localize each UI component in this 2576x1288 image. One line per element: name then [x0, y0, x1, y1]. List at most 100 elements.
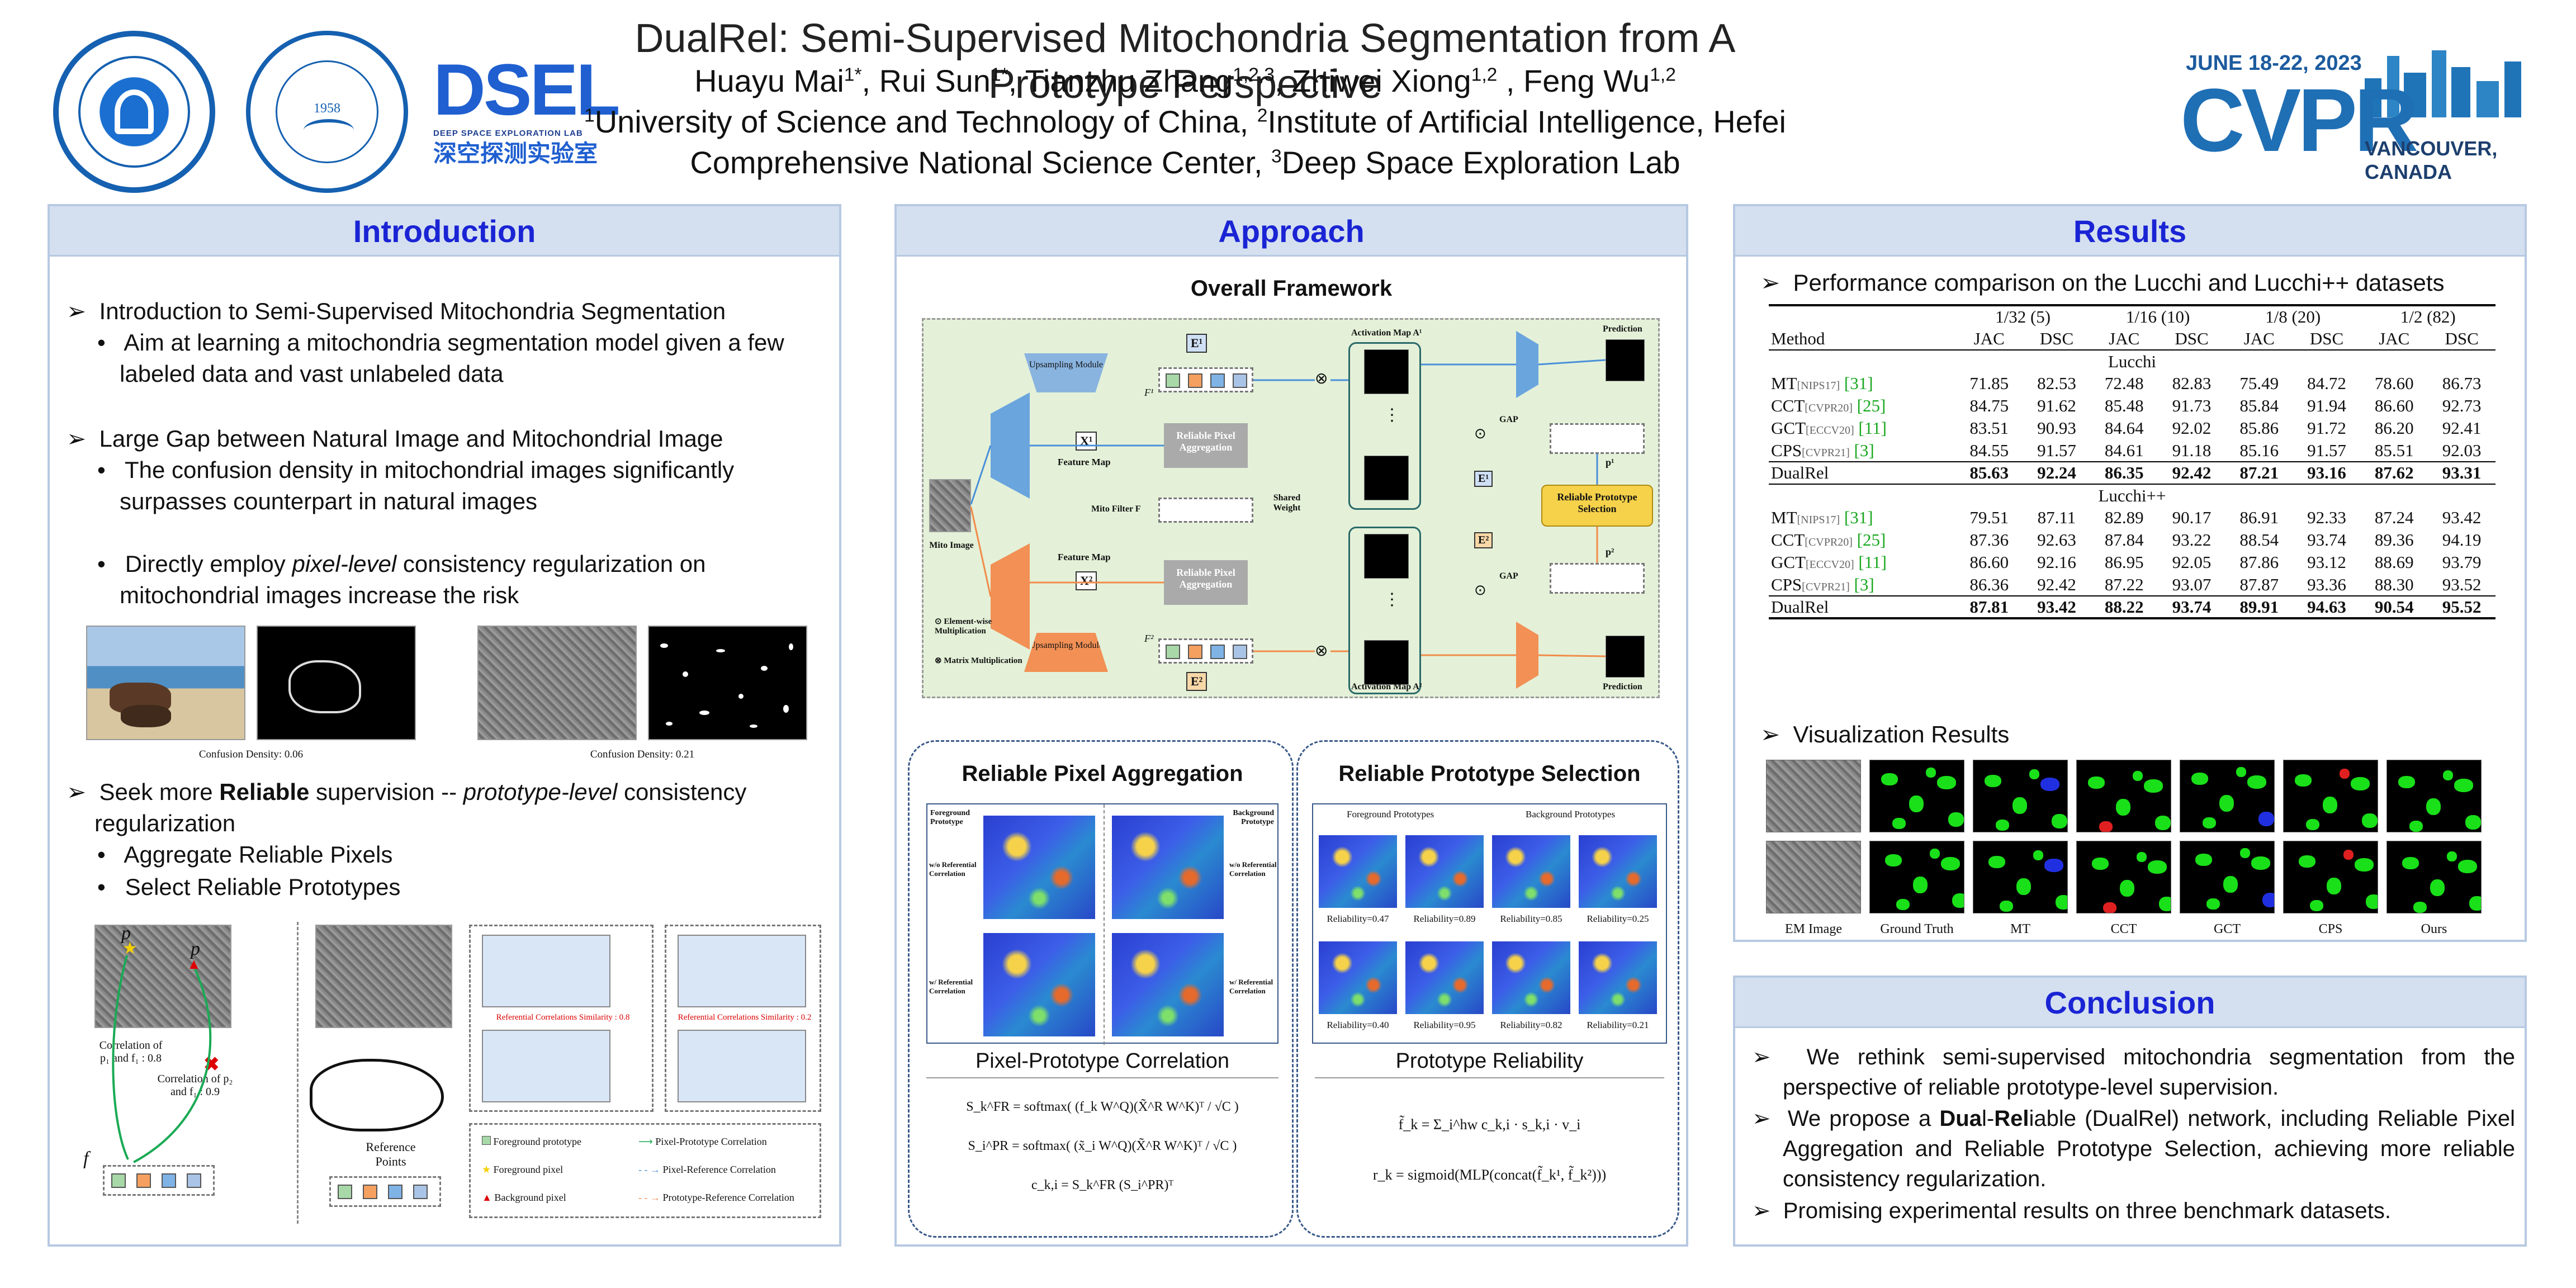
logo-ustc-year: 1958 [314, 101, 340, 116]
illus-corr1: Correlation of p₁ and f₁ : 0.8 [99, 1039, 163, 1064]
star-icon: ★ [122, 939, 138, 958]
conclusion-heading: Conclusion [1735, 978, 2525, 1028]
table-cell: 89.36 [2374, 530, 2414, 550]
intro-bullet-2-sub-2-text: Directly employ pixel-level consistency … [120, 551, 706, 608]
legend-fg-pixel: Foreground pixel [493, 1164, 564, 1175]
conclusion-3: ➢ Promising experimental results on thre… [1752, 1199, 2391, 1223]
illus-legend: Foreground prototype ★ Foreground pixel … [469, 1123, 821, 1218]
method-name: MT[NIPS17] [31] [1769, 506, 1955, 529]
mm-legend-text: Matrix Multiplication [944, 656, 1022, 665]
method-citation[interactable]: [11] [1858, 552, 1887, 572]
act-map-group-1: ⋮ [1348, 342, 1421, 510]
vis-results-label: ➢ Visualization Results [1760, 721, 2010, 747]
table-cell: 91.18 [2172, 440, 2212, 460]
table-cell: 91.73 [2172, 396, 2212, 415]
affiliation-line-1: 1University of Science and Technology of… [584, 104, 1786, 139]
intro-bullet-1-sub: • Aim at learning a mitochondria segment… [97, 329, 784, 387]
act-map-group-2: ⋮ [1348, 527, 1421, 694]
table-cell: 93.31 [2442, 463, 2482, 482]
table-cell: 87.11 [2037, 508, 2076, 527]
reliability-label: Reliability=0.40 [1327, 1020, 1389, 1030]
mito-input-image [929, 479, 971, 532]
method-citation[interactable]: [25] [1857, 530, 1886, 550]
intro-bullet-2-sub-1: • The confusion density in mitochondrial… [97, 457, 735, 514]
approach-panel: Approach Overall Framework Upsampling Mo… [894, 204, 1688, 1247]
method-venue: [CVPR21] [1802, 580, 1850, 593]
em-image-thumb [1766, 841, 1861, 913]
feature-map-label-1: Feature Map [1058, 457, 1111, 467]
method-label: CCT [1771, 530, 1805, 550]
table-cell: 85.48 [2104, 396, 2144, 415]
conclusion-2: ➢ We propose a Dual-Reliable (DualRel) n… [1752, 1106, 2515, 1191]
table-cell: 93.52 [2442, 574, 2482, 594]
method-name: MT[NIPS17] [31] [1769, 372, 1955, 395]
illus-p2: p [191, 939, 200, 959]
table-cell: 93.07 [2172, 574, 2212, 594]
method-name: DualRel [1769, 596, 1955, 618]
framework-arrows [970, 359, 1606, 657]
method-venue: [CVPR21] [1802, 446, 1850, 459]
eq-s-fr: S_k^FR = softmax( (f_k W^Q)(X̃^R W^K)ᵀ /… [966, 1100, 1239, 1114]
pr-caption: Prototype Reliability [1395, 1049, 1584, 1073]
rps-label: Reliable Prototype Selection [1557, 491, 1637, 514]
jac-h: JAC [2243, 328, 2275, 348]
method-label: MT [1771, 508, 1797, 527]
table-cell: 92.16 [2037, 552, 2076, 572]
w-ref-right: w/ Referential Correlation [1229, 978, 1273, 995]
method-citation[interactable]: [31] [1844, 373, 1873, 393]
segmentation-thumb [2076, 841, 2171, 913]
table-cell: 87.86 [2239, 552, 2279, 572]
logo-dsel-cn: 深空探测实验室 [433, 140, 598, 167]
method-label: CPS [1771, 574, 1802, 594]
act-map-1-label: Activation Map A¹ [1351, 328, 1422, 338]
dsc-h: DSC [2309, 328, 2344, 348]
table-cell: 87.84 [2104, 530, 2144, 550]
vis-label: CCT [2110, 922, 2137, 936]
reliability-label: Reliability=0.89 [1413, 913, 1476, 924]
rcs2-label: Referential Correlations Similarity : 0.… [678, 1013, 812, 1022]
table-cell: 85.63 [1969, 463, 2009, 482]
vis-label: CPS [2318, 922, 2343, 936]
table-cell: 87.62 [2374, 463, 2414, 482]
merge-box-2 [1516, 622, 1538, 689]
table-cell: 87.87 [2239, 574, 2279, 594]
illus-f1: f [83, 1148, 89, 1169]
table-cell: 87.81 [1969, 596, 2009, 617]
split-1: 1/32 (5) [1995, 307, 2051, 326]
similarity-box-1: Referential Correlations Similarity : 0.… [469, 925, 654, 1112]
ref-area [310, 1059, 444, 1131]
method-citation[interactable]: [3] [1854, 574, 1874, 594]
method-citation[interactable]: [3] [1854, 440, 1874, 460]
intro-bullet-3-sub-1: • Aggregate Reliable Pixels [97, 841, 393, 868]
rps-detail: Reliable Prototype Selection Foreground … [1296, 740, 1679, 1238]
triangle-icon: ▲ [187, 955, 201, 972]
results-heading: Results [1735, 206, 2525, 257]
conclusion-1: ➢ We rethink semi-supervised mitochondri… [1752, 1045, 2515, 1100]
reliability-label: Reliability=0.25 [1587, 913, 1649, 924]
method-citation[interactable]: [11] [1858, 418, 1887, 438]
method-venue: [ECCV20] [1806, 558, 1854, 571]
e2-label-small: E² [1474, 532, 1493, 548]
vis-label: Ours [2421, 922, 2447, 936]
rpa-heat-2 [1112, 816, 1224, 919]
table-cell: 83.51 [1969, 418, 2009, 438]
method-venue: [NIPS17] [1797, 380, 1840, 392]
segmentation-thumb [1973, 760, 2068, 832]
vis-label: GCT [2214, 922, 2241, 936]
jac-h: JAC [1973, 328, 2005, 348]
method-header: Method [1771, 328, 1825, 348]
segmentation-thumb [2180, 760, 2275, 832]
method-citation[interactable]: [25] [1857, 396, 1886, 415]
table-cell: 78.60 [2374, 373, 2414, 393]
rpa-box-1: Reliable Pixel Aggregation [1164, 423, 1248, 468]
illus-em-left [94, 925, 231, 1028]
table-cell: 86.73 [2442, 373, 2482, 393]
method-citation[interactable]: [31] [1844, 508, 1873, 527]
p1-box [1550, 423, 1645, 454]
intro-bullet-1-sub-text: Aim at learning a mitochondria segmentat… [120, 329, 784, 387]
segmentation-thumb [2180, 841, 2275, 913]
table-cell: 82.53 [2037, 373, 2076, 393]
prototype-heatmap [1579, 941, 1657, 1014]
reference-points-label: Reference Points [366, 1140, 416, 1168]
